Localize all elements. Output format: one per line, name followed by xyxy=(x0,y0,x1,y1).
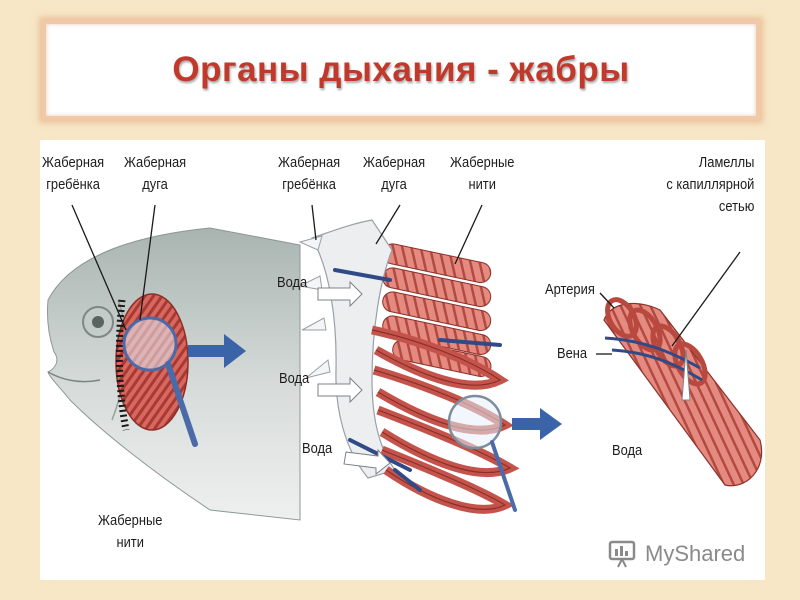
label-mid-gill-filaments: Жаберные нити xyxy=(450,152,514,196)
label-water-1: Вода xyxy=(277,274,308,291)
label-line: нити xyxy=(116,534,144,551)
label-lamellae: Ламеллы с капиллярной сетью xyxy=(666,152,754,218)
label-fish-gill-rake: Жаберная гребёнка xyxy=(42,152,104,196)
label-water-2: Вода xyxy=(279,370,310,387)
label-line: нити xyxy=(468,176,496,193)
label-line: Жаберная xyxy=(363,154,426,171)
gill-filament-detail xyxy=(596,251,763,487)
label-line: Жаберные xyxy=(450,154,515,171)
watermark-text: MyShared xyxy=(645,541,746,566)
label-fish-gill-filaments: Жаберные нити xyxy=(98,510,162,554)
title-frame: Органы дыхания - жабры xyxy=(42,20,760,120)
label-line: дуга xyxy=(381,176,407,193)
gill-arch-section xyxy=(298,204,520,514)
slide-title: Органы дыхания - жабры xyxy=(172,50,630,89)
watermark-logo-icon xyxy=(608,540,636,568)
label-line: гребёнка xyxy=(282,176,336,193)
label-artery: Артерия xyxy=(545,281,595,298)
label-fish-gill-arch: Жаберная дуга xyxy=(124,152,186,196)
label-line: сетью xyxy=(718,198,754,215)
label-water-right: Вода xyxy=(612,442,643,459)
label-water-3: Вода xyxy=(302,440,333,457)
watermark: MyShared xyxy=(608,537,745,571)
label-line: Жаберная xyxy=(124,154,187,171)
label-mid-gill-rake: Жаберная гребёнка xyxy=(278,152,340,196)
label-mid-gill-arch: Жаберная дуга xyxy=(363,152,425,196)
label-line: Ламеллы xyxy=(698,154,754,171)
label-line: Жаберная xyxy=(42,154,105,171)
fish-head xyxy=(47,204,301,521)
label-line: дуга xyxy=(142,176,168,193)
label-line: гребёнка xyxy=(46,176,100,193)
label-line: Жаберные xyxy=(98,512,163,529)
label-vein: Вена xyxy=(557,345,588,362)
flow-arrow-2 xyxy=(512,408,562,440)
flow-arrow-1 xyxy=(188,334,246,368)
label-line: Жаберная xyxy=(278,154,341,171)
label-line: с капиллярной xyxy=(665,176,754,193)
